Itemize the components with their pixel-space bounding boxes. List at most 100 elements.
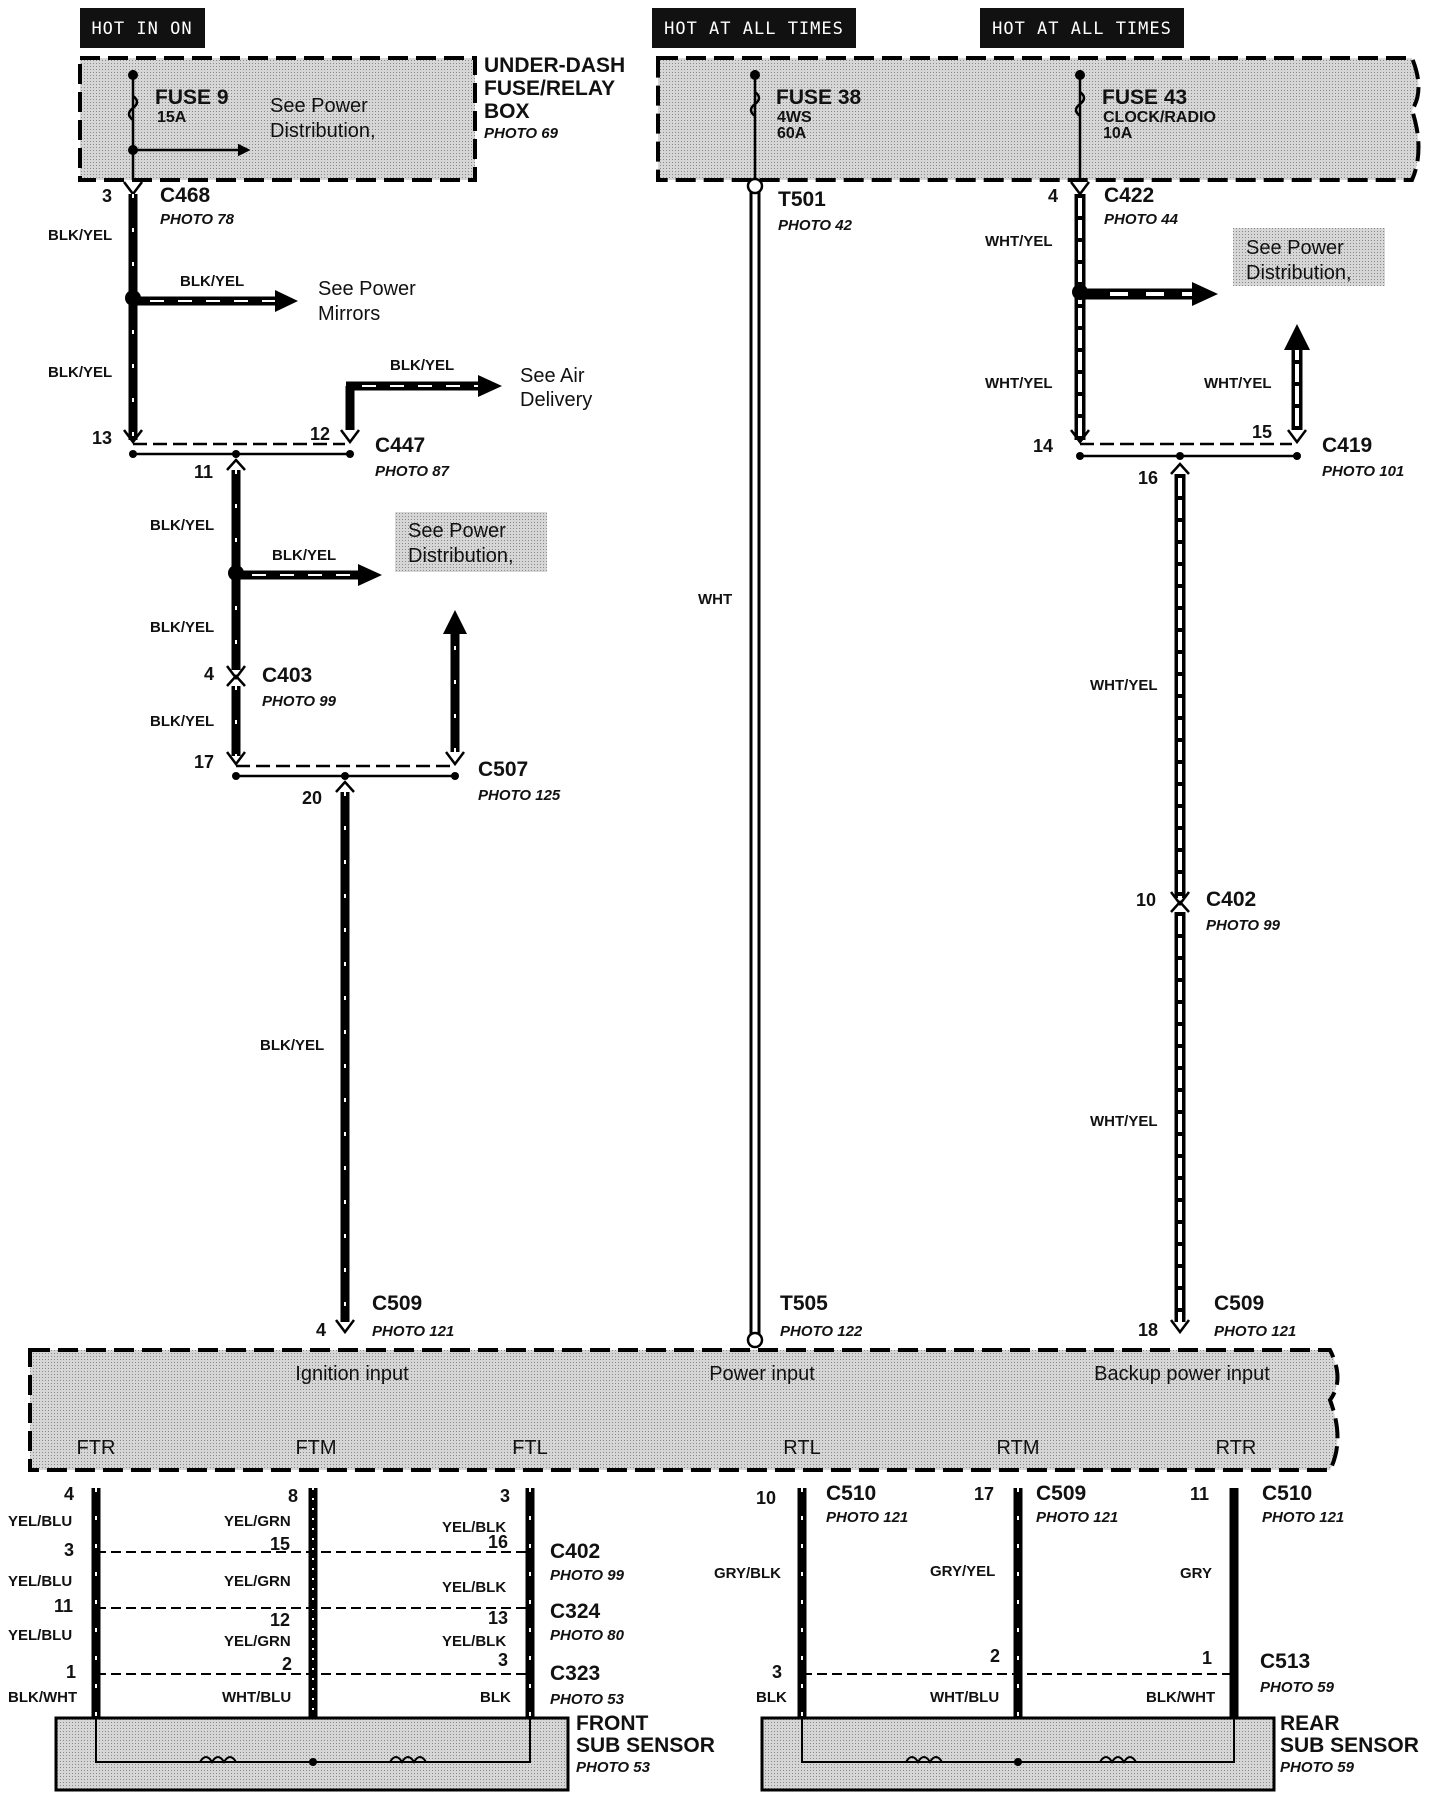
svg-text:BLK/YEL: BLK/YEL [260,1037,324,1054]
svg-text:BLK/YEL: BLK/YEL [180,273,244,290]
svg-text:1: 1 [66,1662,76,1682]
svg-text:12: 12 [310,424,330,444]
svg-text:15: 15 [270,1534,290,1554]
svg-text:RTR: RTR [1216,1437,1257,1459]
svg-text:SUB SENSOR: SUB SENSOR [576,1734,715,1757]
control-unit: Ignition input Power input Backup power … [28,1348,1340,1472]
svg-text:C513: C513 [1260,1650,1310,1673]
svg-text:17: 17 [194,752,214,772]
svg-text:HOT AT ALL TIMES: HOT AT ALL TIMES [664,19,844,39]
svg-text:PHOTO 69: PHOTO 69 [484,125,559,142]
svg-text:C323: C323 [550,1662,600,1685]
svg-text:Distribution,: Distribution, [408,545,514,567]
svg-text:FUSE 43: FUSE 43 [1102,86,1187,109]
svg-text:14: 14 [1033,436,1053,456]
svg-text:BLK/YEL: BLK/YEL [272,547,336,564]
svg-text:4: 4 [1048,186,1058,206]
svg-text:WHT: WHT [698,591,732,608]
svg-text:WHT/BLU: WHT/BLU [930,1689,999,1706]
svg-text:HOT AT ALL TIMES: HOT AT ALL TIMES [992,19,1172,39]
under-dash-fuse-box-left [78,56,477,182]
svg-text:YEL/BLK: YEL/BLK [442,1579,506,1596]
svg-text:10: 10 [1136,890,1156,910]
svg-text:PHOTO 87: PHOTO 87 [375,463,450,480]
svg-text:See Power: See Power [408,520,506,542]
svg-text:4: 4 [204,664,214,684]
svg-text:PHOTO 78: PHOTO 78 [160,211,235,228]
svg-text:3: 3 [500,1486,510,1506]
svg-text:YEL/GRN: YEL/GRN [224,1573,291,1590]
svg-text:20: 20 [302,788,322,808]
svg-text:GRY/YEL: GRY/YEL [930,1563,995,1580]
svg-text:10: 10 [756,1488,776,1508]
ignition-input-label: Ignition input [295,1363,409,1385]
svg-text:SUB SENSOR: SUB SENSOR [1280,1734,1419,1757]
backup-power-input-label: Backup power input [1094,1363,1270,1385]
svg-text:WHT/YEL: WHT/YEL [985,233,1053,250]
svg-text:18: 18 [1138,1320,1158,1340]
svg-text:BLK/YEL: BLK/YEL [150,713,214,730]
svg-text:16: 16 [1138,468,1158,488]
svg-text:WHT/YEL: WHT/YEL [1090,677,1158,694]
fuse-9: FUSE 9 15A See Power Distribution, [127,70,376,180]
svg-text:C402: C402 [1206,888,1256,911]
hot-in-on-tag: HOT IN ON [80,8,205,48]
svg-text:YEL/BLK: YEL/BLK [442,1633,506,1650]
svg-text:T501: T501 [778,188,826,211]
svg-text:FTL: FTL [512,1437,548,1459]
svg-text:FUSE/RELAY: FUSE/RELAY [484,77,615,100]
svg-text:PHOTO 125: PHOTO 125 [478,787,561,804]
svg-text:REAR: REAR [1280,1712,1340,1735]
svg-text:PHOTO 80: PHOTO 80 [550,1627,625,1644]
svg-text:See Air: See Air [520,365,585,387]
under-dash-fuse-box-right [656,56,1421,182]
fuse-38: FUSE 38 4WS 60A [749,70,862,180]
rear-sub-sensor: REAR SUB SENSOR PHOTO 59 [760,1712,1419,1792]
svg-text:WHT/YEL: WHT/YEL [985,375,1053,392]
svg-text:13: 13 [488,1608,508,1628]
svg-text:PHOTO 99: PHOTO 99 [1206,917,1281,934]
svg-text:See Power: See Power [318,278,416,300]
svg-text:C509: C509 [372,1292,422,1315]
svg-text:BLK: BLK [480,1689,511,1706]
svg-text:Distribution,: Distribution, [1246,262,1352,284]
svg-text:PHOTO 101: PHOTO 101 [1322,463,1404,480]
svg-text:RTL: RTL [783,1437,820,1459]
svg-text:2: 2 [990,1646,1000,1666]
svg-text:10A: 10A [1103,125,1133,142]
svg-text:FUSE 38: FUSE 38 [776,86,862,109]
svg-text:16: 16 [488,1532,508,1552]
svg-text:PHOTO 121: PHOTO 121 [1262,1509,1344,1526]
svg-text:FRONT: FRONT [576,1712,648,1735]
svg-text:15A: 15A [157,109,187,126]
svg-text:FTM: FTM [295,1437,336,1459]
svg-text:PHOTO 59: PHOTO 59 [1260,1679,1335,1696]
svg-text:13: 13 [92,428,112,448]
under-dash-title: UNDER-DASH [484,54,625,77]
ignition-circuit: 3 C468 PHOTO 78 BLK/YEL BLK/YEL BLK/YEL … [48,181,592,1340]
svg-text:17: 17 [974,1484,994,1504]
svg-text:BLK/YEL: BLK/YEL [150,517,214,534]
svg-text:4: 4 [316,1320,326,1340]
svg-text:T505: T505 [780,1292,828,1315]
svg-text:BLK/WHT: BLK/WHT [1146,1689,1215,1706]
front-sensor-wiring: 4 3 11 1 8 15 12 2 3 16 13 3 YEL/BLU YEL… [8,1484,625,1718]
svg-text:C324: C324 [550,1600,601,1623]
svg-text:BLK/YEL: BLK/YEL [48,227,112,244]
svg-text:1: 1 [1202,1648,1212,1668]
svg-text:YEL/BLU: YEL/BLU [8,1513,72,1530]
svg-text:See Power: See Power [1246,237,1344,259]
svg-text:C509: C509 [1036,1482,1086,1505]
svg-text:GRY: GRY [1180,1565,1212,1582]
svg-text:PHOTO 59: PHOTO 59 [1280,1759,1355,1776]
svg-text:12: 12 [270,1610,290,1630]
power-input-label: Power input [709,1363,815,1385]
svg-text:C447: C447 [375,434,425,457]
hot-at-all-times-tag-1: HOT AT ALL TIMES [652,8,856,48]
svg-text:WHT/YEL: WHT/YEL [1090,1113,1158,1130]
svg-text:BLK/WHT: BLK/WHT [8,1689,77,1706]
svg-text:GRY/BLK: GRY/BLK [714,1565,781,1582]
svg-text:C510: C510 [826,1482,876,1505]
svg-text:C419: C419 [1322,434,1372,457]
